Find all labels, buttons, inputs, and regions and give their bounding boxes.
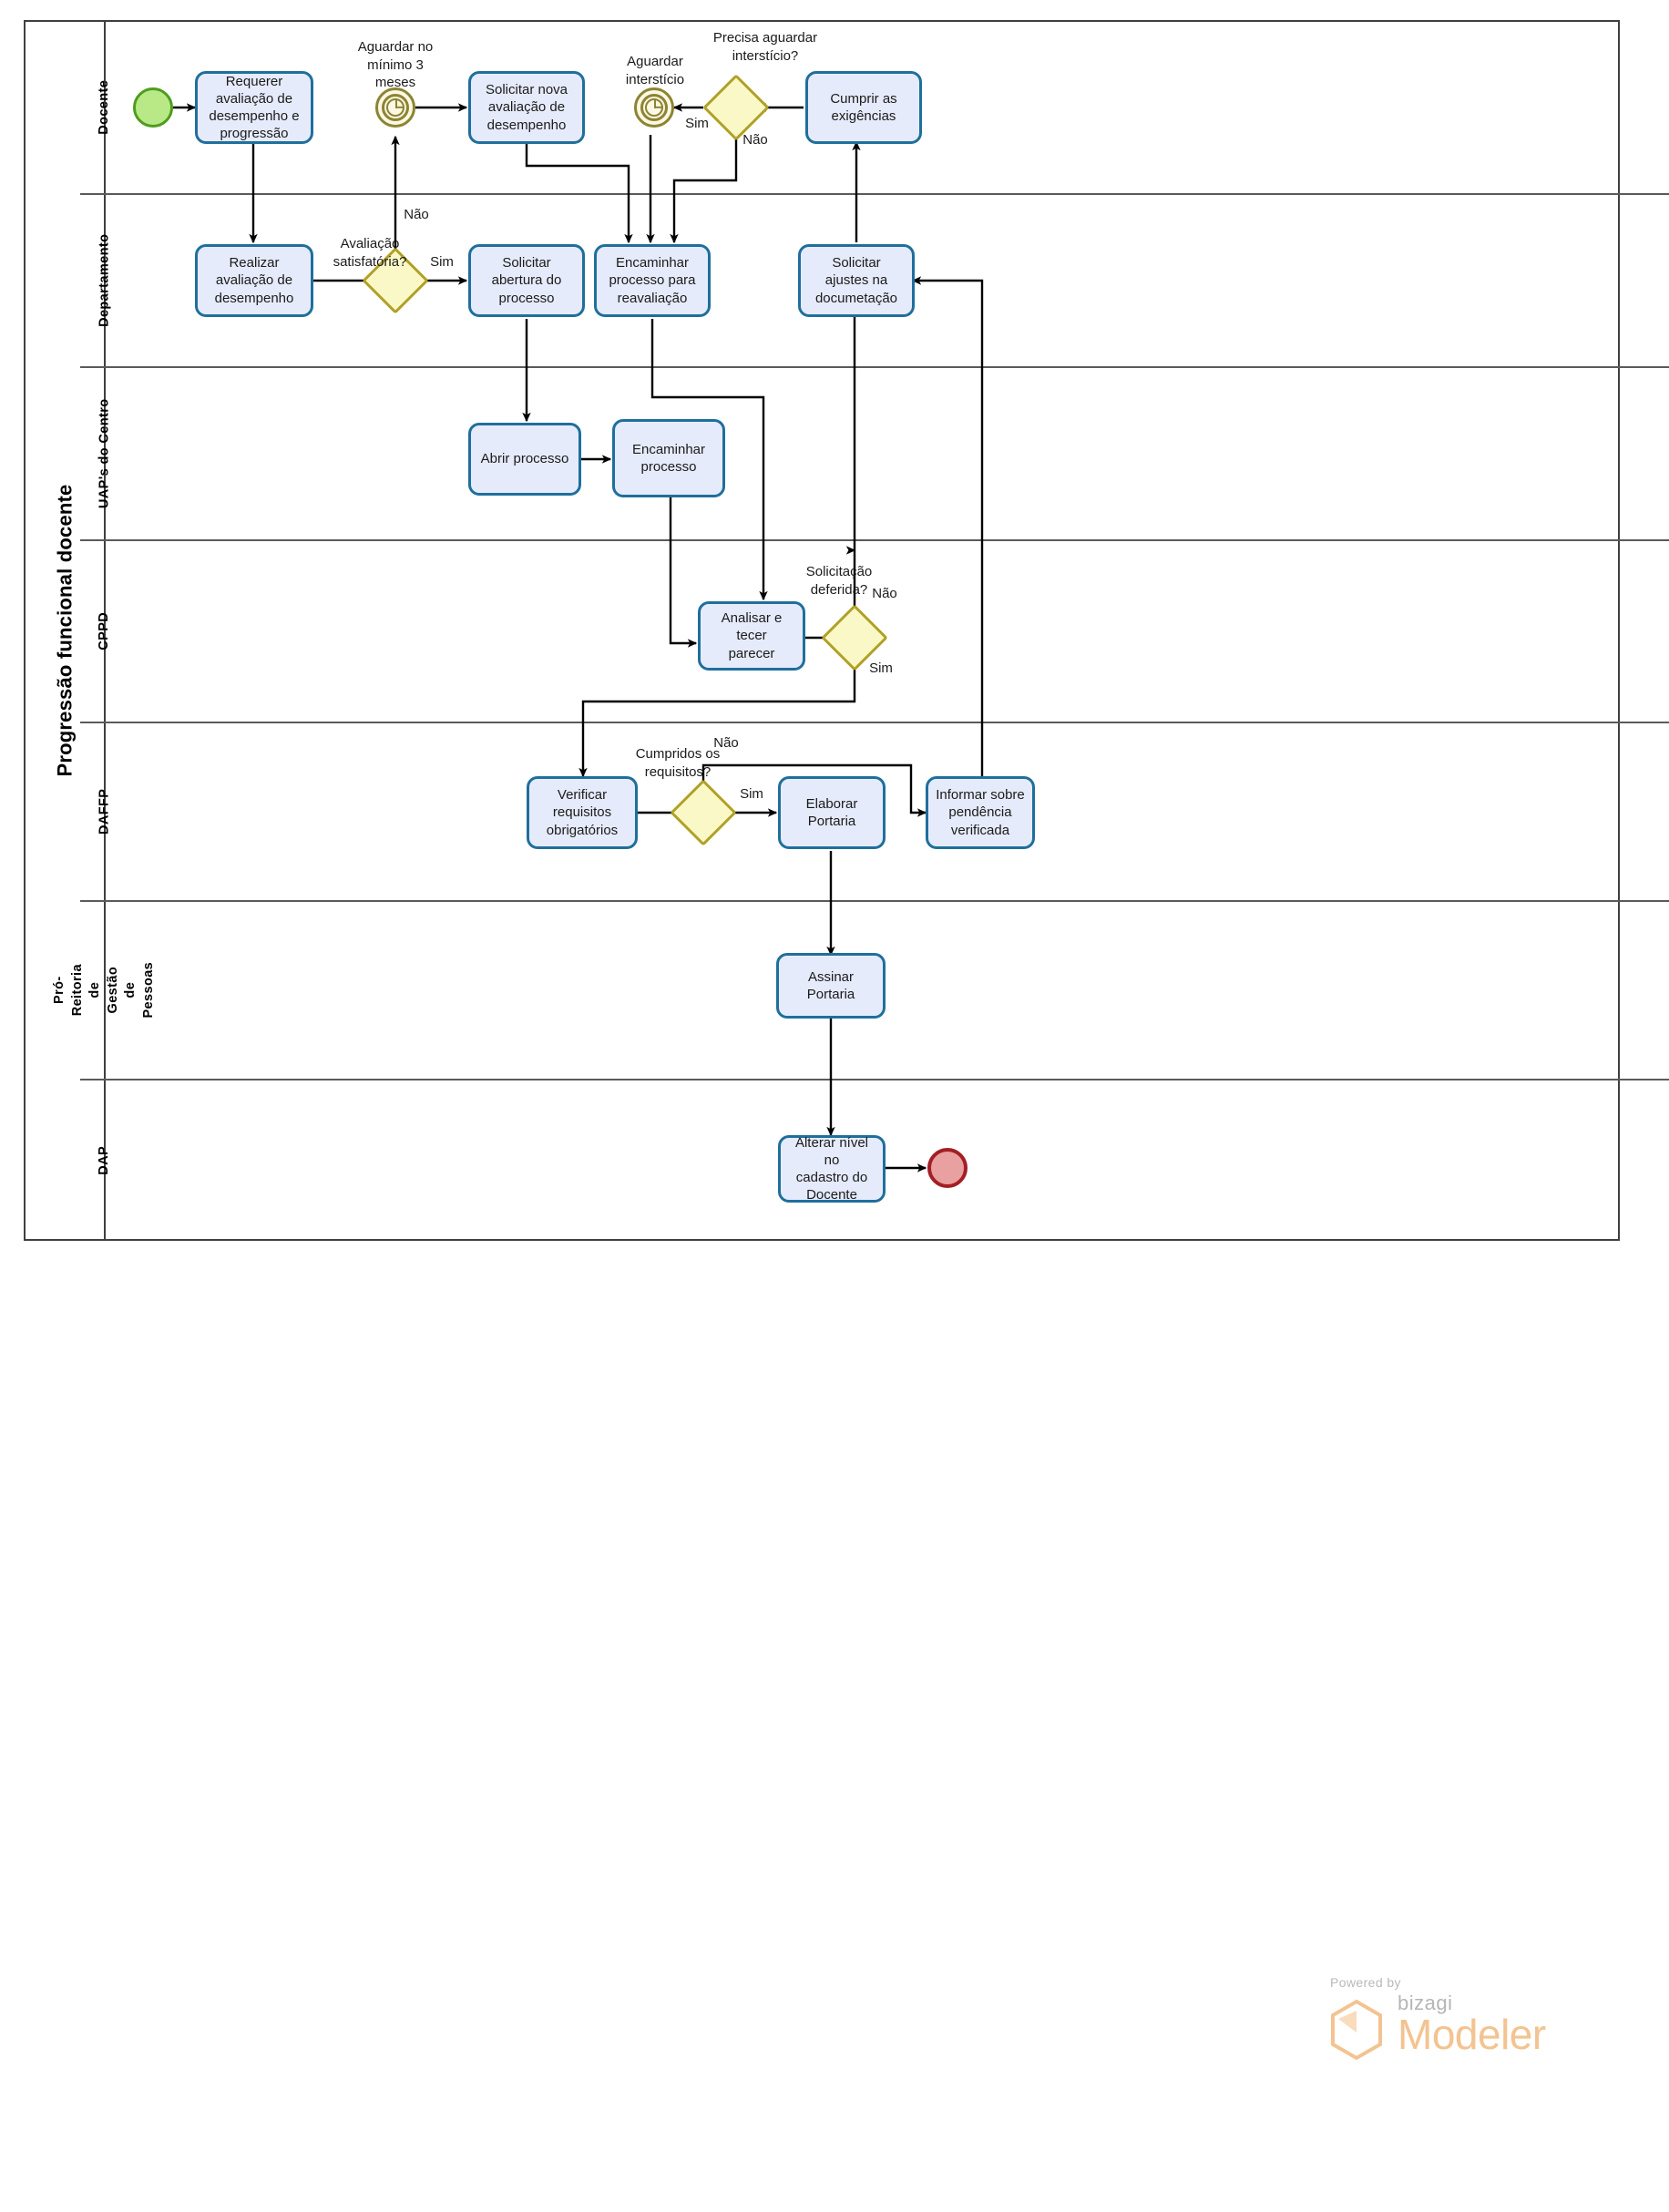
- bizagi-hex-icon: [1328, 1999, 1385, 2065]
- lane-pro-reitoria-gestao-pessoas: Pró-Reitoria de Gestão de Pessoas: [52, 902, 1669, 1080]
- clock-hand-minute: [654, 107, 662, 108]
- pool-title: Progressão funcional docente: [26, 22, 106, 1239]
- lane-docente: Docente: [80, 22, 1669, 195]
- flow-label-sim-intersticio: Sim: [685, 116, 709, 131]
- task-abrir-processo[interactable]: Abrir processo: [468, 423, 581, 496]
- lane-uaps-do-centro: UAP's do Centro: [80, 368, 1669, 541]
- lane-label-cppd: CPPD: [97, 612, 112, 650]
- flow-label-nao-deferida: Não: [872, 586, 897, 601]
- bizagi-wordmark: bizagi: [1398, 1992, 1453, 2014]
- flow-label-nao-intersticio: Não: [742, 132, 768, 148]
- modeler-wordmark: Modeler: [1398, 2011, 1546, 2058]
- task-encaminhar-processo[interactable]: Encaminhar processo: [612, 419, 725, 497]
- gateway-label-avaliacao-satisfatoria: Avaliação satisfatória?: [333, 236, 407, 270]
- timer-ring: [640, 94, 668, 121]
- lane-label-uaps-do-centro: UAP's do Centro: [97, 398, 112, 509]
- task-encaminhar-processo-para-reavaliacao[interactable]: Encaminhar processo para reavaliação: [594, 244, 711, 317]
- flow-label-nao-requisitos: Não: [713, 735, 739, 751]
- task-solicitar-abertura-do-processo[interactable]: Solicitar abertura do processo: [468, 244, 585, 317]
- flow-label-sim-avaliacao: Sim: [430, 254, 454, 270]
- timer-ring: [382, 94, 409, 121]
- task-analisar-e-tecer-parecer[interactable]: Analisar e tecer parecer: [698, 601, 805, 671]
- task-realizar-avaliacao-desempenho[interactable]: Realizar avaliação de desempenho: [195, 244, 313, 317]
- flow-label-nao-avaliacao: Não: [404, 207, 429, 222]
- bizagi-modeler-badge: Powered by bizagi Modeler: [1328, 1975, 1602, 2075]
- lane-cppd: CPPD: [80, 541, 1669, 723]
- lane-label-dap: DAP: [97, 1146, 112, 1175]
- timer-event-aguardar-intersticio[interactable]: [634, 87, 674, 128]
- powered-by-label: Powered by: [1330, 1975, 1401, 1990]
- gateway-label-solicitacao-deferida: Solicitação deferida?: [805, 564, 873, 598]
- gateway-label-precisa-aguardar-intersticio: Precisa aguardar interstício?: [712, 30, 818, 64]
- flow-label-sim-requisitos: Sim: [740, 786, 763, 802]
- end-event[interactable]: [927, 1148, 968, 1188]
- clock-hand-hour: [395, 98, 397, 108]
- lane-daffp: DAFFP: [80, 723, 1669, 902]
- hex-logo-svg: [1331, 1999, 1382, 2061]
- task-requerer-avaliacao-desempenho-progressao[interactable]: Requerer avaliação de desempenho e progr…: [195, 71, 313, 144]
- clock-hand-minute: [395, 107, 404, 108]
- lane-label-pro-reitoria-gestao-pessoas: Pró-Reitoria de Gestão de Pessoas: [52, 962, 157, 1019]
- pool-progressao-funcional-docente: Progressão funcional docente: [24, 20, 1620, 1241]
- task-elaborar-portaria[interactable]: Elaborar Portaria: [778, 776, 886, 849]
- timer-label-aguardar-intersticio: Aguardar interstício: [625, 54, 685, 87]
- flow-label-sim-deferida: Sim: [869, 661, 893, 676]
- timer-label-aguardar-3-meses: Aguardar no mínimo 3 meses: [357, 39, 434, 90]
- pool-title-label: Progressão funcional docente: [53, 484, 77, 777]
- task-verificar-requisitos-obrigatorios[interactable]: Verificar requisitos obrigatórios: [527, 776, 638, 849]
- task-informar-sobre-pendencia-verificada[interactable]: Informar sobre pendência verificada: [926, 776, 1035, 849]
- task-cumprir-as-exigencias[interactable]: Cumprir as exigências: [805, 71, 922, 144]
- lane-label-docente: Docente: [97, 79, 112, 136]
- task-assinar-portaria[interactable]: Assinar Portaria: [776, 953, 886, 1019]
- task-solicitar-nova-avaliacao-desempenho[interactable]: Solicitar nova avaliação de desempenho: [468, 71, 585, 144]
- task-alterar-nivel-no-cadastro-do-docente[interactable]: Alterar nível no cadastro do Docente: [778, 1135, 886, 1203]
- task-solicitar-ajustes-na-documentacao[interactable]: Solicitar ajustes na documetação: [798, 244, 915, 317]
- lane-label-departamento: Departamento: [97, 233, 112, 328]
- gateway-label-cumpridos-os-requisitos: Cumpridos os requisitos?: [635, 746, 721, 780]
- start-event[interactable]: [133, 87, 173, 128]
- timer-event-aguardar-3-meses[interactable]: [375, 87, 415, 128]
- clock-hand-hour: [654, 98, 656, 108]
- lane-label-daffp: DAFFP: [97, 788, 112, 835]
